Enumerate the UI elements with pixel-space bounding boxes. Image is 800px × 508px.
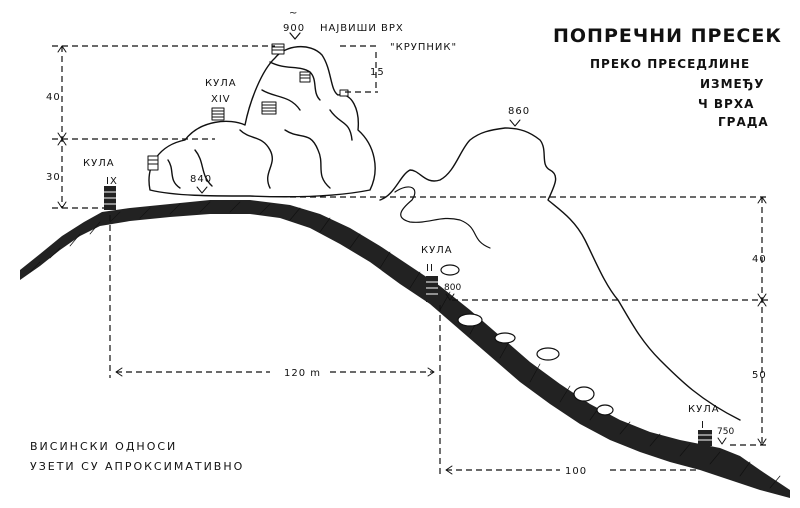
peak-tilde: ~ bbox=[289, 8, 298, 19]
e750-marker bbox=[717, 437, 727, 445]
diagram-title: ПОПРЕЧНИ ПРЕСЕК bbox=[553, 25, 782, 47]
ridge-fold bbox=[394, 186, 491, 249]
tower-ix-bands bbox=[104, 191, 116, 205]
note-line-1: ВИСИНСКИ ОДНОСИ bbox=[30, 440, 177, 453]
tower-i-roman: I bbox=[701, 420, 705, 431]
e860-label: 860 bbox=[508, 106, 530, 117]
e800-marker bbox=[445, 293, 455, 301]
peak-name-line-1: НАЈВИШИ ВРХ bbox=[320, 23, 404, 34]
e800-label: 800 bbox=[444, 283, 461, 293]
e840-marker bbox=[196, 186, 208, 194]
dim-50-right: 50 bbox=[752, 370, 767, 381]
subtitle-line-4: ГРАДА bbox=[718, 115, 769, 129]
tower-i-name: КУЛА bbox=[688, 404, 720, 415]
e750-label: 750 bbox=[717, 427, 734, 437]
summit-rocks bbox=[148, 46, 376, 198]
dim-40-left: 40 bbox=[46, 92, 61, 103]
tower-i-symbol bbox=[698, 430, 712, 446]
peak-elevation: 900 bbox=[283, 23, 305, 34]
tower-ii-symbol bbox=[426, 276, 438, 302]
e860-marker bbox=[509, 119, 521, 127]
horizontal-dimension-100 bbox=[439, 378, 700, 478]
dim-100: 100 bbox=[565, 466, 587, 477]
e840-label: 840 bbox=[190, 174, 212, 185]
peak-marker bbox=[289, 32, 301, 40]
dim-40-right: 40 bbox=[752, 254, 767, 265]
dim-30-left: 30 bbox=[46, 172, 61, 183]
slope-rocks bbox=[440, 264, 614, 416]
tower-ii-roman: II bbox=[426, 263, 434, 274]
dim-120: 120 m bbox=[284, 368, 321, 379]
peak-name-line-2: "КРУПНИК" bbox=[390, 42, 457, 53]
subtitle-line-1: ПРЕКО ПРЕСЕДЛИНЕ bbox=[590, 57, 750, 71]
tower-ix-roman: IX bbox=[106, 176, 118, 187]
dim-15-lines bbox=[340, 45, 378, 93]
right-dimension bbox=[290, 196, 770, 446]
subtitle-line-3: Ч ВРХА bbox=[698, 97, 754, 111]
subtitle-line-2: ИЗМЕЂУ bbox=[700, 77, 765, 91]
dim-15: 15 bbox=[370, 67, 385, 78]
note-line-2: УЗЕТИ СУ АПРОКСИМАТИВНО bbox=[30, 460, 244, 473]
tower-ix-name: КУЛА bbox=[83, 158, 115, 169]
left-dimension bbox=[52, 45, 275, 209]
slope-hatching bbox=[29, 201, 781, 489]
distant-ridge bbox=[379, 127, 741, 421]
horizontal-dimension-120 bbox=[109, 215, 441, 378]
tower-xiv-roman: XIV bbox=[211, 94, 231, 105]
tower-ii-bands bbox=[426, 281, 438, 295]
summit-walls bbox=[147, 43, 349, 171]
tower-ii-name: КУЛА bbox=[421, 245, 453, 256]
tower-xiv-name: КУЛА bbox=[205, 78, 237, 89]
ground-profile bbox=[20, 200, 790, 498]
tower-i-bands bbox=[698, 434, 712, 441]
